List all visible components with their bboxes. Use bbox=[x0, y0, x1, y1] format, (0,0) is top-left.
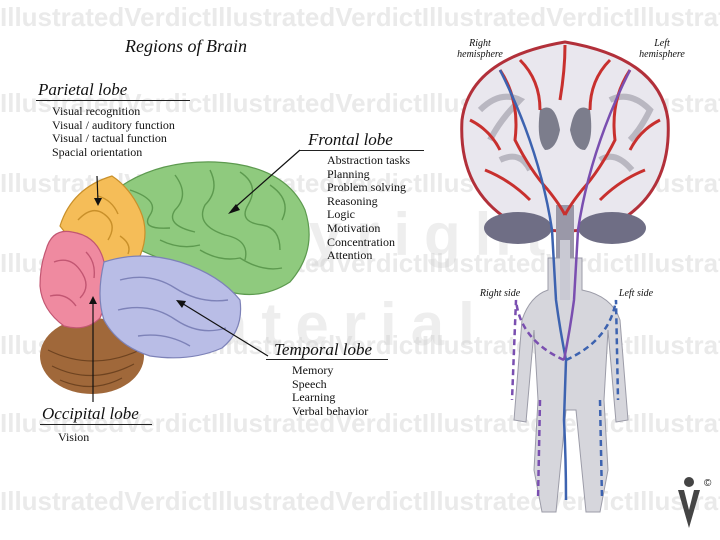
coronal-brain bbox=[460, 40, 670, 260]
occipital-rule bbox=[40, 424, 152, 425]
occipital-lobe bbox=[39, 230, 108, 329]
function-item: Spacial orientation bbox=[52, 144, 143, 159]
frontal-rule bbox=[300, 150, 424, 151]
frontal-function-list: Abstraction tasks Planning Problem solvi… bbox=[327, 153, 410, 263]
parietal-rule bbox=[36, 100, 190, 101]
left-motor-pathway bbox=[498, 69, 568, 501]
lateral-brain bbox=[39, 161, 310, 394]
cerebellum-coronal bbox=[484, 212, 552, 244]
arteries bbox=[469, 44, 661, 216]
human-figure bbox=[513, 240, 629, 513]
left-hemisphere-label: Left hemisphere bbox=[639, 38, 685, 60]
function-item: Attention bbox=[327, 248, 373, 263]
temporal-function-list: Memory Speech Learning Verbal behavior bbox=[292, 363, 369, 418]
watermark-row: IllustratedVerdictIllustratedVerdictIllu… bbox=[0, 2, 720, 32]
illustrated-verdict-logo bbox=[678, 477, 700, 528]
copyright-symbol: © bbox=[704, 478, 712, 489]
right-side-label: Right side bbox=[479, 288, 521, 299]
right-motor-pathway bbox=[562, 69, 632, 361]
function-item: Verbal behavior bbox=[292, 403, 369, 418]
frontal-lobe-title: Frontal lobe bbox=[308, 130, 393, 149]
function-item: Motivation bbox=[327, 220, 381, 235]
parietal-pointer bbox=[96, 175, 99, 203]
function-item: Visual / tactual function bbox=[52, 131, 167, 146]
left-side-label: Left side bbox=[618, 288, 654, 299]
function-item: Concentration bbox=[327, 234, 395, 249]
function-item: Logic bbox=[327, 207, 355, 222]
function-item: Abstraction tasks bbox=[327, 153, 410, 167]
temporal-lobe-title: Temporal lobe bbox=[274, 340, 373, 359]
occipital-function-list: Vision bbox=[58, 430, 90, 445]
frontal-pointer bbox=[231, 149, 301, 211]
occipital-lobe-title: Occipital lobe bbox=[42, 404, 139, 423]
function-item: Visual / auditory function bbox=[52, 117, 175, 132]
temporal-pointer bbox=[179, 301, 269, 357]
function-item: Speech bbox=[292, 376, 327, 391]
function-item: Reasoning bbox=[327, 193, 378, 208]
parietal-function-list: Visual recognition Visual / auditory fun… bbox=[52, 104, 175, 159]
function-item: Problem solving bbox=[327, 180, 407, 195]
function-item: Vision bbox=[58, 430, 90, 444]
parietal-lobe-title: Parietal lobe bbox=[38, 80, 128, 99]
temporal-lobe bbox=[99, 255, 242, 359]
right-hemisphere-label: Right hemisphere bbox=[457, 38, 503, 60]
diagram-title: Regions of Brain bbox=[125, 36, 247, 56]
function-item: Memory bbox=[292, 363, 334, 377]
function-item: Learning bbox=[292, 390, 336, 405]
body-silhouette bbox=[513, 257, 629, 513]
temporal-rule bbox=[266, 359, 388, 360]
function-item: Visual recognition bbox=[52, 104, 141, 118]
function-item: Planning bbox=[327, 166, 370, 181]
